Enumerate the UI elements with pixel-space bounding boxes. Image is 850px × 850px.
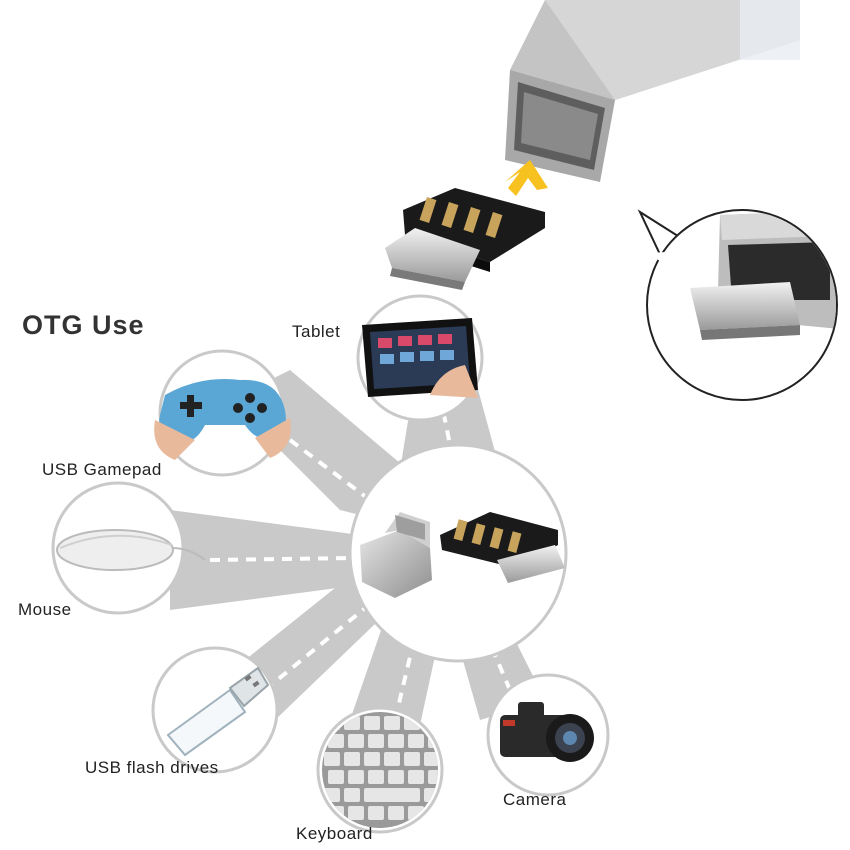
- flash-drive-image: [166, 666, 270, 757]
- mouse-bubble: [51, 481, 206, 615]
- mouse-image: [56, 529, 206, 571]
- tablet-label: Tablet: [292, 322, 341, 341]
- gamepad-bubble: [154, 349, 291, 477]
- mouse-label: Mouse: [18, 600, 72, 619]
- camera-image: [500, 702, 594, 762]
- keyboard-label: Keyboard: [296, 824, 373, 843]
- usb-stick-image: [505, 0, 800, 182]
- insert-arrow-icon: [505, 160, 548, 196]
- usb-flash-drives-label: USB flash drives: [85, 758, 219, 777]
- black-adapter-image: [440, 512, 565, 583]
- usb-gamepad-label: USB Gamepad: [42, 460, 162, 479]
- zoom-callout: [637, 209, 838, 401]
- flash-drive-bubble: [151, 646, 279, 774]
- keyboard-image: [322, 712, 438, 828]
- tablet-bubble: [356, 294, 484, 422]
- gamepad-image: [154, 379, 291, 460]
- otg-adapter-image: [385, 188, 545, 290]
- camera-label: Camera: [503, 790, 567, 809]
- otg-use-heading: OTG Use: [22, 310, 145, 340]
- central-hub: [348, 443, 568, 663]
- silver-adapter-image: [360, 512, 432, 598]
- tablet-image: [362, 318, 478, 398]
- camera-bubble: [486, 673, 610, 797]
- keyboard-bubble: [316, 706, 444, 834]
